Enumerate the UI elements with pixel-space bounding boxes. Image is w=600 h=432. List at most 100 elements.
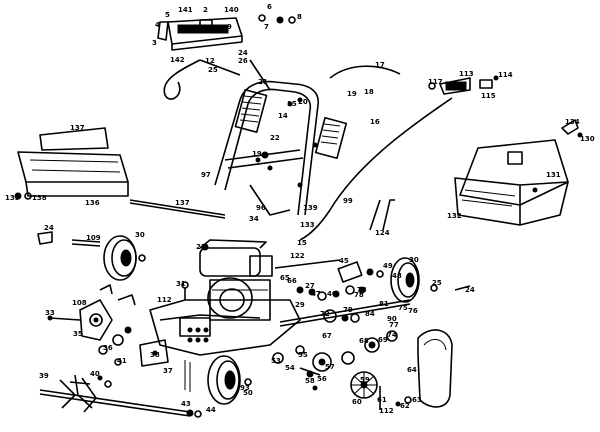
part-label: 34 (249, 215, 259, 223)
part-label: 2 (203, 6, 208, 14)
part-label: 115 (481, 92, 496, 100)
part-label: 76 (408, 307, 418, 315)
part-label: 8 (297, 13, 302, 21)
part-label: 22 (270, 134, 280, 142)
part-label: 112 (157, 296, 172, 304)
throttle-cable (163, 59, 271, 100)
part-label: 25 (432, 279, 442, 287)
part-label: 48 (392, 272, 402, 280)
part-label: 17 (375, 61, 385, 69)
part-label: 24 (44, 224, 54, 232)
wheel-rear-left (103, 235, 146, 281)
part-label: 23 (196, 243, 206, 251)
part-label: 38 (150, 351, 160, 359)
part-label: 12 (205, 57, 215, 65)
part-label: 19 (347, 90, 357, 98)
part-label: 141 (178, 6, 193, 14)
part-label: 57 (325, 363, 335, 371)
part-label: 75 (398, 304, 408, 312)
part-label: 77 (389, 321, 399, 329)
part-label: 41 (117, 357, 127, 365)
part-label: 67 (322, 332, 332, 340)
part-label: 25 (208, 66, 218, 74)
part-label: 56 (317, 375, 327, 383)
part-label: 65 (280, 274, 290, 282)
drive-gear (350, 371, 412, 410)
part-label: 4 (155, 21, 160, 29)
part-label: 134 (565, 118, 580, 126)
part-label: 24 (238, 49, 248, 57)
side-cover (417, 329, 453, 408)
part-label: 73 (357, 286, 367, 294)
part-label: 43 (181, 400, 191, 408)
part-label: 37 (163, 367, 173, 375)
part-label: 130 (580, 135, 595, 143)
part-label: 26 (238, 57, 248, 65)
part-label: 7 (264, 23, 269, 31)
part-label: 132 (447, 212, 462, 220)
part-label: 99 (343, 197, 353, 205)
part-label: 113 (459, 70, 474, 78)
engine-block (181, 239, 273, 321)
part-label: 44 (206, 406, 216, 414)
part-label: 139 (5, 194, 20, 202)
part-label: 15 (287, 100, 297, 108)
lever-assembly (428, 75, 499, 95)
part-label: 78 (354, 291, 364, 299)
part-label: 64 (407, 366, 417, 374)
part-label: 66 (287, 277, 297, 285)
part-label: 133 (300, 221, 315, 229)
part-label: 18 (364, 88, 374, 96)
part-label: 20 (298, 98, 308, 106)
bearing-plate (97, 339, 169, 388)
part-label: 90 (387, 315, 397, 323)
part-label: 5 (165, 11, 170, 19)
gear-cluster (279, 261, 411, 327)
part-label: 108 (72, 299, 87, 307)
part-label: 54 (285, 364, 295, 372)
part-label: 139 (303, 204, 318, 212)
part-label: 63 (412, 396, 422, 404)
part-label: 136 (85, 199, 100, 207)
part-label: 114 (498, 71, 513, 79)
part-label: 29 (295, 301, 305, 309)
part-label: 30 (409, 256, 419, 264)
part-label: 142 (170, 56, 185, 64)
part-label: 68 (359, 337, 369, 345)
wheel-rear-right (390, 257, 471, 303)
part-label: 31 (176, 280, 186, 288)
part-label: 30 (135, 231, 145, 239)
control-switch-housing (157, 14, 296, 51)
part-label: 61 (377, 396, 387, 404)
part-label: 117 (428, 78, 443, 86)
part-label: 47 (311, 290, 321, 298)
long-cable (329, 65, 401, 79)
part-label: 35 (73, 330, 83, 338)
part-label: 15 (297, 239, 307, 247)
part-label: 3 (152, 39, 157, 47)
part-label: 53 (271, 357, 281, 365)
part-label: 46 (327, 290, 337, 298)
part-label: 59 (360, 376, 370, 384)
part-label: 19 (252, 150, 262, 158)
tine-shaft (39, 374, 202, 418)
part-label: 137 (175, 199, 190, 207)
part-label: 72 (320, 310, 330, 318)
part-label: 27 (305, 282, 315, 290)
part-label: 122 (290, 252, 305, 260)
long-cable-rod (299, 97, 453, 241)
part-label: 33 (45, 309, 55, 317)
part-label: 9 (227, 23, 232, 31)
part-label: 40 (90, 370, 100, 378)
part-label: 131 (546, 171, 561, 179)
connecting-rod (274, 199, 395, 269)
part-label: 79 (343, 306, 353, 314)
part-label: 124 (375, 229, 390, 237)
gearbox-left (47, 284, 136, 355)
part-label: 58 (305, 377, 315, 385)
part-label: 140 (224, 6, 239, 14)
part-label: 24 (465, 286, 475, 294)
handlebar-assembly (214, 80, 348, 216)
axle-bolt-left (71, 239, 101, 247)
